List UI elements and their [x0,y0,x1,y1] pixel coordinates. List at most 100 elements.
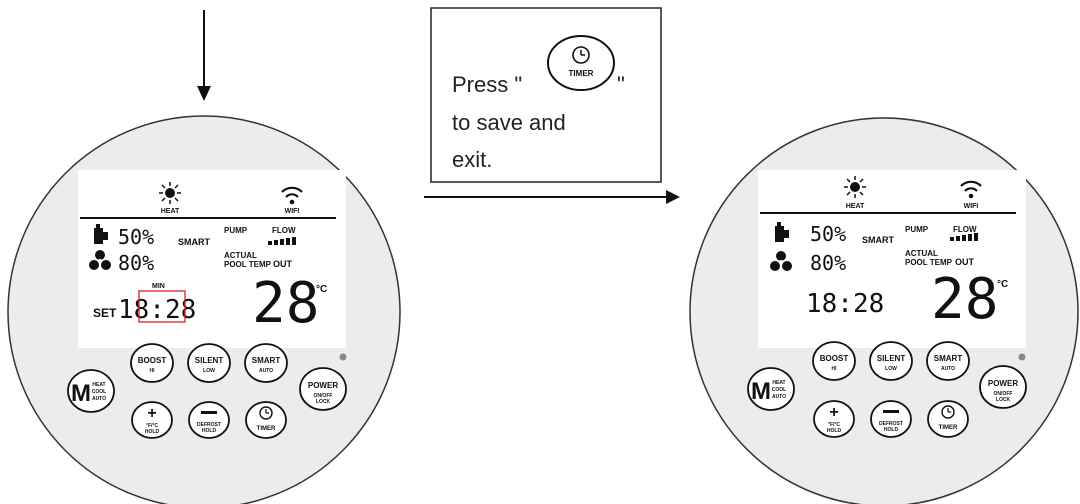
boost-button[interactable]: BOOST HI [812,341,856,381]
mode-button[interactable]: M HEAT COOL AUTO [67,369,115,413]
wifi-icon [960,180,982,199]
plus-sub2: HOLD [145,429,160,435]
plus-sub2: HOLD [827,428,842,434]
power-sub2: LOCK [996,397,1011,403]
fan-percent: 50% [118,225,154,249]
power-sub: ON/OFF [314,393,333,399]
timer-label: TIMER [257,426,276,432]
smart-label: SMART [862,235,894,245]
status-led [1018,353,1026,361]
boost-sub: HI [150,368,156,374]
smart-button-label: SMART [252,356,281,365]
power-button[interactable]: POWER ON/OFF LOCK [299,367,347,411]
timer-button[interactable]: TIMER [245,401,287,439]
pump-icon [775,222,789,242]
control-panel-before: HEAT WIFI 50% SMART PUMP FLOW 80% [7,115,401,504]
instruction-line3: exit. [452,147,492,172]
temperature-readout: 28 [252,271,319,336]
boost-label: BOOST [820,354,849,363]
power-sub: ON/OFF [994,391,1013,397]
plus-sub: °F/°C [828,422,840,428]
down-arrow [197,10,211,101]
mode-auto: AUTO [92,396,106,402]
power-label: POWER [308,381,338,390]
power-sub2: LOCK [316,399,331,405]
instruction-line2: to save and [452,110,566,135]
mode-heat: HEAT [92,382,105,388]
status-led [339,353,347,361]
plus-button[interactable]: + °F/°C HOLD [131,401,173,439]
wifi-label: WIFI [964,203,979,210]
boost-button[interactable]: BOOST HI [130,343,174,383]
min-label: MIN [152,283,165,290]
mode-label: M [71,380,91,407]
out-label: OUT [955,257,975,267]
pump-label: PUMP [905,225,929,234]
fan-icon [89,250,111,270]
defrost-button[interactable]: DEFROST HOLD [188,401,230,439]
fan-icon [770,251,792,271]
control-panel-after: HEAT WIFI 50% SMART PUMP FLOW 80% [689,117,1079,504]
silent-sub: LOW [885,366,897,372]
mode-cool: COOL [772,387,786,393]
smart-sub: AUTO [941,366,955,372]
heat-label: HEAT [161,208,180,215]
instruction-prefix: Press " [452,72,522,97]
pool-temp-label: POOL TEMP [905,258,953,267]
clock-icon [259,406,273,420]
smart-button[interactable]: SMART AUTO [244,343,288,383]
defrost-sub: HOLD [884,427,899,433]
silent-label: SILENT [877,354,906,363]
pump-label: PUMP [224,226,248,235]
mode-heat: HEAT [772,380,785,386]
wifi-label: WIFI [285,208,300,215]
silent-label: SILENT [195,356,224,365]
plus-sub: °F/°C [146,423,158,429]
fan-percent: 50% [810,222,846,246]
smart-sub: AUTO [259,368,273,374]
timer-button-icon: TIMER [547,35,615,91]
time-readout: 18:28 [118,295,196,325]
out-label: OUT [273,259,293,269]
smart-button[interactable]: SMART AUTO [926,341,970,381]
heat-label: HEAT [846,203,865,210]
timer-icon-label: TIMER [569,69,594,78]
defrost-label: DEFROST [197,422,221,428]
timer-label: TIMER [939,425,958,431]
smart-button-label: SMART [934,354,963,363]
pool-temp-label: POOL TEMP [224,260,272,269]
temperature-unit: °C [316,284,327,295]
temperature-unit: °C [997,279,1008,290]
smart-label: SMART [178,237,210,247]
actual-label: ACTUAL [224,251,257,260]
defrost-button[interactable]: DEFROST HOLD [870,400,912,438]
silent-sub: LOW [203,368,215,374]
defrost-label: DEFROST [879,421,903,427]
mode-cool: COOL [92,389,106,395]
mode-button[interactable]: M HEAT COOL AUTO [747,367,795,411]
silent-button[interactable]: SILENT LOW [869,341,913,381]
flow-bars-icon [268,237,296,245]
mode-label: M [751,378,771,405]
silent-button[interactable]: SILENT LOW [187,343,231,383]
time-readout: 18:28 [806,289,884,319]
set-label: SET [93,306,117,320]
plus-icon: + [829,404,838,421]
plus-button[interactable]: + °F/°C HOLD [813,400,855,438]
boost-label: BOOST [138,356,167,365]
plus-icon: + [147,405,156,422]
defrost-sub: HOLD [202,428,217,434]
clock-icon [941,405,955,419]
actual-label: ACTUAL [905,249,938,258]
flow-bars-icon [950,233,978,241]
right-arrow [424,190,680,204]
power-button[interactable]: POWER ON/OFF LOCK [979,365,1027,409]
timer-button[interactable]: TIMER [927,400,969,438]
mode-auto: AUTO [772,394,786,400]
wifi-icon [281,186,303,205]
fan2-percent: 80% [118,251,154,275]
sun-icon [844,176,866,198]
fan2-percent: 80% [810,251,846,275]
boost-sub: HI [832,366,838,372]
